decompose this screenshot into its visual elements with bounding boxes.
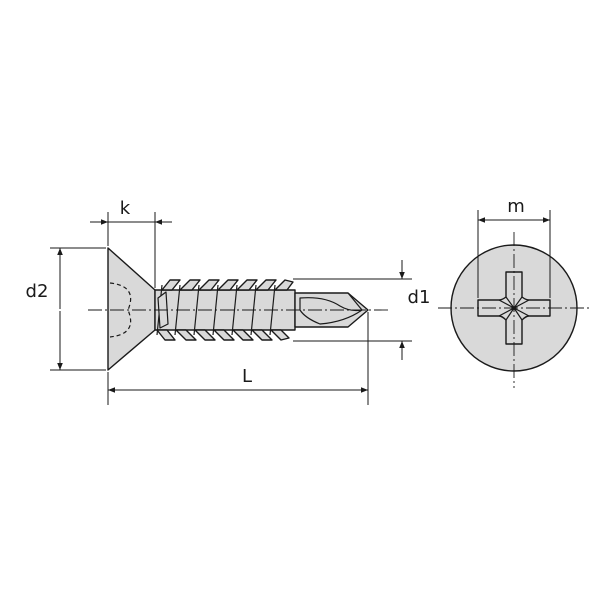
dimension-L [107, 312, 369, 405]
label-L: L [242, 366, 252, 387]
screw-head [107, 247, 156, 371]
dimension-d1 [293, 260, 412, 360]
screw-threads [156, 279, 294, 341]
dimension-k [90, 212, 172, 288]
label-d2: d2 [26, 281, 49, 302]
dimension-m [477, 210, 551, 298]
label-k: k [120, 198, 131, 219]
screw-side-view [107, 247, 369, 371]
label-d1: d1 [408, 287, 431, 308]
end-view-center-lines [438, 232, 590, 388]
label-m: m [507, 196, 525, 217]
drill-edge [347, 292, 363, 311]
dimension-d2 [50, 247, 106, 371]
